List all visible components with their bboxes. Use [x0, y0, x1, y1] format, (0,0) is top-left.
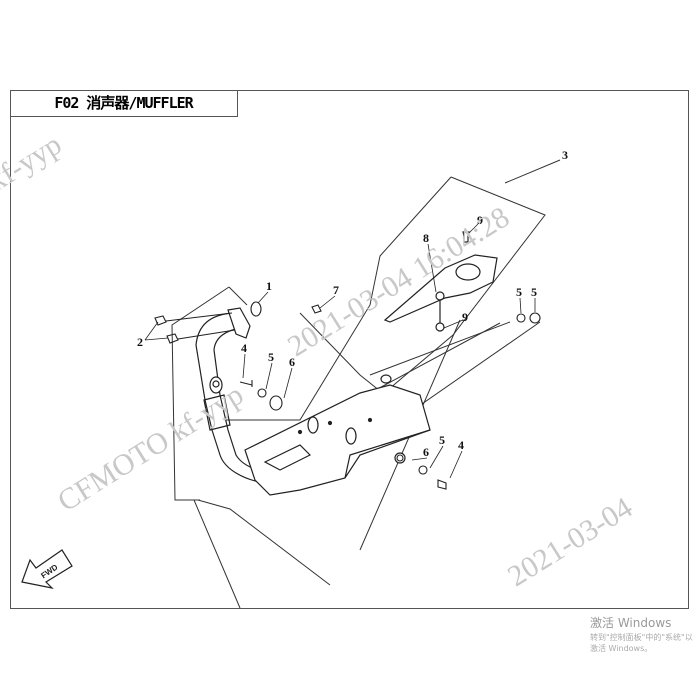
callout-7: 7: [333, 283, 339, 297]
callout-labels: 1 2 3 4 5 6 7 8 9 9 5 5 6 5 4: [137, 148, 568, 459]
windows-activation-notice: 激活 Windows: [590, 616, 672, 630]
leader-lines: [144, 223, 536, 479]
callout-3: 3: [562, 148, 568, 162]
callout-4: 4: [241, 341, 247, 355]
callout-9: 9: [462, 310, 468, 324]
callout-6: 6: [423, 445, 429, 459]
muffler-body: [244, 374, 431, 496]
callout-9: 9: [477, 213, 483, 227]
callout-2: 2: [137, 335, 143, 349]
heat-shield: [383, 231, 498, 332]
callout-6: 6: [289, 355, 295, 369]
callout-5: 5: [268, 350, 274, 364]
fasteners: [154, 301, 541, 490]
fwd-arrow-icon: FWD: [21, 549, 73, 589]
drawing-frame: [10, 90, 689, 609]
callout-5: 5: [439, 433, 445, 447]
callout-5: 5: [531, 285, 537, 299]
diagram-title: F02 消声器/MUFFLER: [10, 90, 238, 117]
windows-activation-subtext: 转到"控制面板"中的"系统"以激活 Windows。: [590, 633, 693, 653]
callout-8: 8: [423, 231, 429, 245]
callout-5: 5: [516, 285, 522, 299]
callout-1: 1: [266, 279, 272, 293]
callout-4: 4: [458, 438, 464, 452]
